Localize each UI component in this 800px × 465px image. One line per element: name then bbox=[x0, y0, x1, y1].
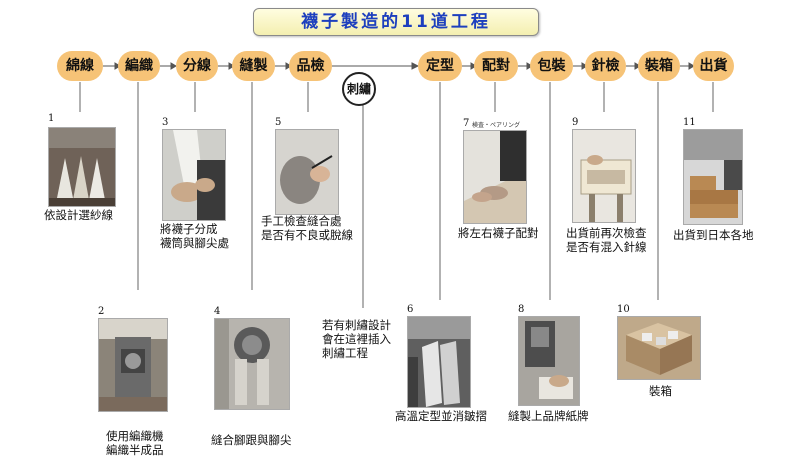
page-title: 襪子製造的11道工程 bbox=[301, 12, 491, 32]
photo-number-8: 8 bbox=[518, 304, 525, 315]
step-7-pairing: 配對 bbox=[474, 51, 518, 81]
title-banner: 襪子製造的11道工程 bbox=[253, 8, 539, 36]
photo-number-4: 4 bbox=[214, 306, 221, 317]
photo-number-2: 2 bbox=[98, 306, 105, 317]
photo-sewing-machine bbox=[214, 318, 290, 410]
step-10-boxing: 裝箱 bbox=[638, 51, 680, 81]
caption-6: 高溫定型並消皺摺 bbox=[395, 409, 487, 423]
caption-3-line2: 襪筒與腳尖處 bbox=[160, 236, 229, 250]
photo-shipping bbox=[683, 129, 743, 225]
caption-9-line2: 是否有混入針線 bbox=[566, 240, 647, 254]
caption-3-line1: 將襪子分成 bbox=[160, 222, 218, 236]
step-11-shipping: 出貨 bbox=[693, 51, 734, 81]
step-3-splitting: 分線 bbox=[176, 51, 218, 81]
step-1-yarn: 綿線 bbox=[57, 51, 103, 81]
photo-7-subtitle: 検査・ペアリング bbox=[472, 122, 521, 129]
step-2-knitting: 編織 bbox=[118, 51, 160, 81]
caption-11: 出貨到日本各地 bbox=[673, 228, 754, 242]
photo-splitting bbox=[162, 129, 226, 221]
step-8-packaging: 包裝 bbox=[530, 51, 573, 81]
photo-yarn-selection bbox=[48, 127, 116, 207]
caption-4: 縫合腳跟與腳尖 bbox=[211, 433, 292, 447]
photo-knitting-machine bbox=[98, 318, 168, 412]
photo-needle-check bbox=[572, 129, 636, 223]
caption-2-line1: 使用編織機 bbox=[106, 429, 164, 443]
photo-hand-inspection bbox=[275, 129, 339, 215]
step-9-needle-check: 針檢 bbox=[585, 51, 626, 81]
embroidery-note-line2: 會在這裡插入 bbox=[322, 332, 391, 346]
step-6-setting: 定型 bbox=[418, 51, 462, 81]
step-4-sewing: 縫製 bbox=[232, 51, 275, 81]
embroidery-note-line1: 若有刺繡設計 bbox=[322, 318, 391, 332]
photo-number-7: 7 bbox=[463, 118, 470, 129]
photo-number-9: 9 bbox=[572, 117, 579, 128]
photo-boxing bbox=[617, 316, 701, 380]
photo-pairing bbox=[463, 130, 527, 224]
embroidery-note-line3: 刺繡工程 bbox=[322, 346, 368, 360]
caption-8: 縫製上品牌紙牌 bbox=[508, 409, 589, 423]
photo-number-10: 10 bbox=[617, 304, 630, 315]
caption-7: 將左右襪子配對 bbox=[458, 226, 539, 240]
photo-number-1: 1 bbox=[48, 113, 55, 124]
photo-heat-setting bbox=[407, 316, 471, 408]
photo-number-3: 3 bbox=[162, 117, 169, 128]
caption-5-line1: 手工檢查縫合處 bbox=[261, 214, 342, 228]
photo-number-5: 5 bbox=[275, 117, 282, 128]
caption-2-line2: 編織半成品 bbox=[106, 443, 164, 457]
caption-5-line2: 是否有不良或脫線 bbox=[261, 228, 353, 242]
embroidery-optional-step: 刺繡 bbox=[342, 72, 376, 106]
caption-10: 裝箱 bbox=[649, 384, 672, 398]
photo-number-11: 11 bbox=[683, 117, 696, 128]
step-5-inspection: 品檢 bbox=[289, 51, 332, 81]
photo-tagging bbox=[518, 316, 580, 406]
photo-number-6: 6 bbox=[407, 304, 414, 315]
caption-1: 依設計選紗線 bbox=[44, 208, 113, 222]
caption-9-line1: 出貨前再次檢查 bbox=[566, 226, 647, 240]
